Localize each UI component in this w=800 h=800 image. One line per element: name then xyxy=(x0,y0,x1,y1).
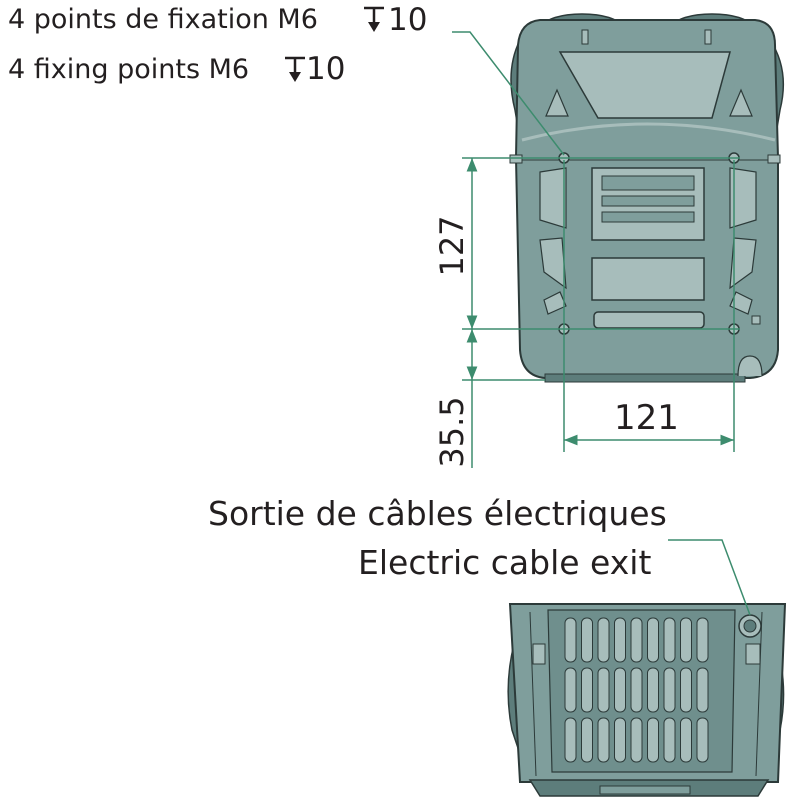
grille-slot xyxy=(581,717,593,763)
grille-slot xyxy=(680,617,692,663)
grille-slot xyxy=(647,617,659,663)
grille-slot xyxy=(597,717,610,763)
grille-slot xyxy=(597,667,610,713)
mounting-note-en: 4 fixing points M6 xyxy=(8,54,250,85)
dimension-bottom-offset: 35.5 xyxy=(433,396,471,467)
grille-slots xyxy=(564,617,709,763)
grille-slot xyxy=(663,617,676,663)
grille-slot xyxy=(696,667,709,713)
depth-symbol-icon xyxy=(285,56,305,82)
grille-slot xyxy=(630,667,643,713)
grille-slot xyxy=(647,717,659,763)
grille-slot xyxy=(581,667,593,713)
cable-exit-label-fr: Sortie de câbles électriques xyxy=(208,494,667,533)
grille-slot xyxy=(696,717,709,763)
dimension-horizontal-spacing: 121 xyxy=(614,398,679,438)
grille-slot xyxy=(647,667,659,713)
grille-slot xyxy=(614,617,626,663)
housing-top-view xyxy=(509,13,785,383)
grille-slot xyxy=(614,667,626,713)
grille-slot xyxy=(597,617,610,663)
dimension-vertical-spacing: 127 xyxy=(433,215,471,276)
grille-slot xyxy=(696,617,709,663)
grille-slot xyxy=(614,717,626,763)
depth-symbol-icon xyxy=(364,6,384,32)
mounting-depth-fr: 10 xyxy=(388,2,428,38)
grille-slot xyxy=(581,617,593,663)
grille-slot xyxy=(680,667,692,713)
grille-slot xyxy=(663,667,676,713)
grille-slot xyxy=(564,717,577,763)
dimension-lines xyxy=(452,31,740,468)
grille-slot xyxy=(564,667,577,713)
housing-front-view xyxy=(507,603,787,797)
grille-slot xyxy=(564,617,577,663)
cable-exit-label-en: Electric cable exit xyxy=(358,543,652,582)
mounting-note-fr: 4 points de fixation M6 xyxy=(8,4,318,35)
cable-exit-leader xyxy=(668,539,751,616)
grille-slot xyxy=(630,617,643,663)
mounting-depth-en: 10 xyxy=(306,51,346,87)
grille-slot xyxy=(680,717,692,763)
grille-slot xyxy=(630,717,643,763)
grille-slot xyxy=(663,717,676,763)
